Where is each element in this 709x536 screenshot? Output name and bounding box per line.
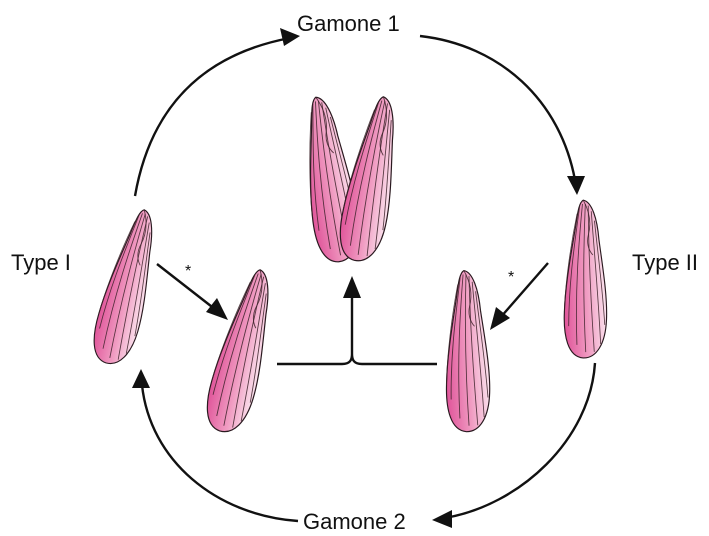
arrowhead-pair (343, 276, 361, 298)
asterisk-left: * (185, 263, 191, 280)
type1-cell (89, 205, 164, 368)
right-mating-cell (440, 270, 492, 433)
arrowhead-cell-left (206, 298, 228, 320)
type2-cell (560, 199, 608, 358)
arc-type1-to-gamone1 (135, 38, 290, 196)
asterisk-right: * (508, 269, 514, 286)
gamone-2-label: Gamone 2 (303, 509, 406, 534)
arc-gamone1-to-type2 (420, 36, 575, 180)
arrowhead-type2-top (567, 176, 585, 195)
type-2-label: Type II (632, 250, 698, 275)
arrowhead-gamone2-right (432, 510, 452, 528)
merge-connector (277, 290, 437, 364)
left-mating-cell (202, 265, 281, 437)
arrowhead-type1-bottom (132, 369, 150, 388)
type-1-label: Type I (11, 250, 71, 275)
gamone-1-label: Gamone 1 (297, 11, 400, 36)
